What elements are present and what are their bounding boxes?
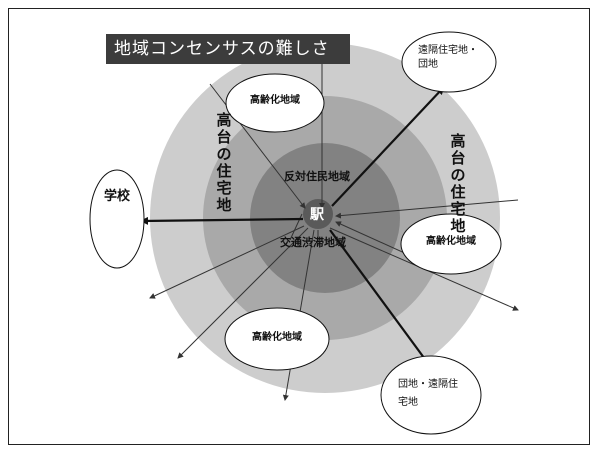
slide-border — [8, 8, 590, 445]
ellipse-top-right — [401, 31, 497, 93]
ellipse-aging-right — [400, 213, 502, 275]
aging-area-bottom-label: 高齢化地域 — [252, 332, 302, 343]
top-right-area-label: 遠隔住宅地・団地 — [418, 45, 478, 70]
aging-area-top-label: 高齢化地域 — [250, 95, 300, 106]
station-label: 駅 — [310, 207, 324, 223]
zone-congestion-label: 交通渋滞地域 — [280, 236, 346, 249]
ray-out-left — [149, 225, 305, 299]
ellipse-aging-top — [225, 73, 325, 133]
ray-out-lower-left — [177, 227, 309, 359]
ellipse-school — [89, 169, 145, 269]
ray-right-1 — [335, 199, 519, 219]
ellipse-bottom-right — [380, 355, 482, 435]
school-label: 学校 — [103, 189, 130, 204]
arrow-to-bottom-right — [329, 229, 432, 368]
highland-label-left: 高台の住宅地 — [216, 111, 232, 214]
zone-opposition-label: 反対住民地域 — [284, 170, 350, 183]
aging-area-right-label: 高齢化地域 — [426, 236, 476, 247]
arrow-to-top-right — [331, 86, 445, 207]
bottom-right-area-label: 団地・遠隔住宅地 — [398, 379, 458, 408]
highland-label-right: 高台の住宅地 — [450, 132, 466, 235]
arrow-to-school — [140, 216, 304, 225]
station-circle — [303, 199, 333, 229]
diagram-title: 地域コンセンサスの難しさ — [106, 34, 350, 64]
ellipse-aging-bottom — [224, 307, 330, 371]
